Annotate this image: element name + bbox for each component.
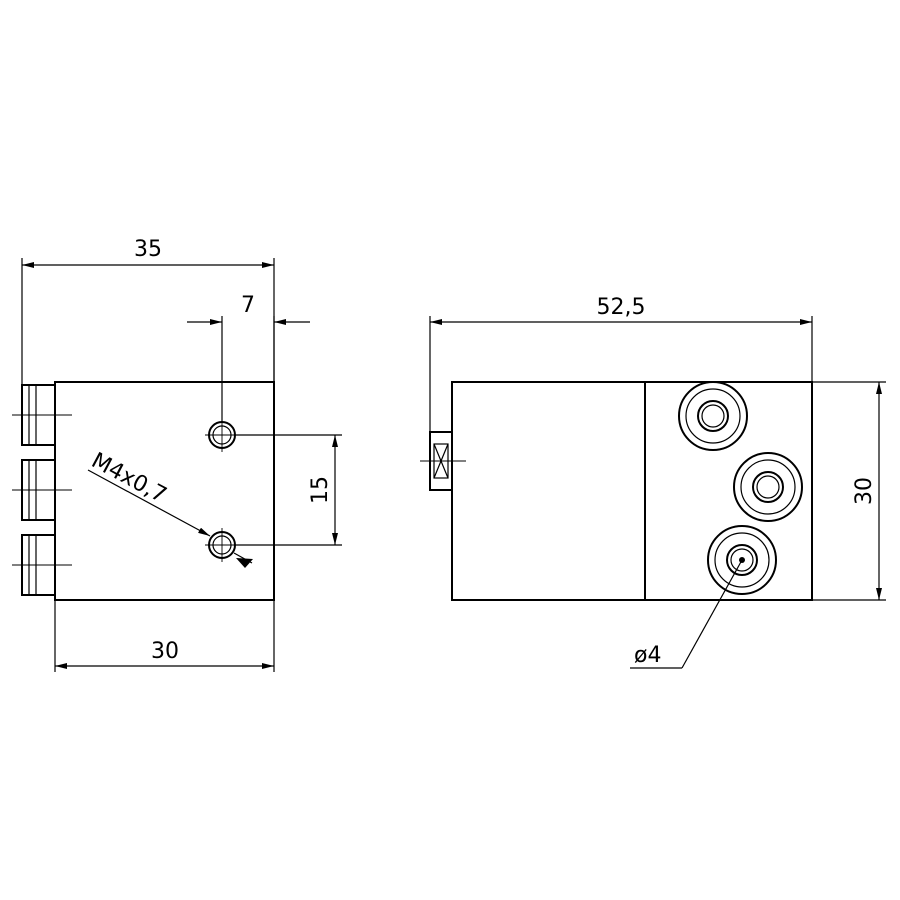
dim-7-label: 7 (241, 293, 255, 318)
dim-35-label: 35 (134, 237, 162, 262)
dim-30-height-label: 30 (852, 477, 877, 505)
diameter-callout: ø4 (630, 559, 743, 669)
dimension-overall-length: 52,5 (429, 295, 813, 432)
threaded-hole-lower (205, 528, 239, 562)
fitting-middle (12, 459, 72, 521)
fitting-bottom (12, 534, 72, 596)
dimension-overall-width: 35 (21, 237, 275, 385)
thread-callout: M4x0,7 (87, 448, 253, 568)
dim-52-5-label: 52,5 (597, 295, 646, 320)
left-view: 35 7 15 30 M4x0,7 (12, 237, 342, 672)
right-view: 52,5 30 ø4 (420, 295, 886, 669)
port-upper (678, 381, 748, 451)
fitting-top (12, 384, 72, 446)
screw-head (420, 431, 466, 491)
diameter-callout-label: ø4 (634, 643, 661, 668)
dimension-body-width: 30 (54, 600, 275, 672)
dimension-offset: 7 (187, 293, 310, 422)
threaded-hole-upper (205, 418, 239, 452)
thread-callout-label: M4x0,7 (87, 448, 170, 508)
dimension-hole-spacing: 15 (235, 434, 342, 546)
port-lower (707, 525, 777, 595)
port-middle (733, 452, 803, 522)
dim-15-label: 15 (308, 476, 333, 504)
dimension-height: 30 (812, 381, 886, 601)
dim-30-width-label: 30 (151, 639, 179, 664)
